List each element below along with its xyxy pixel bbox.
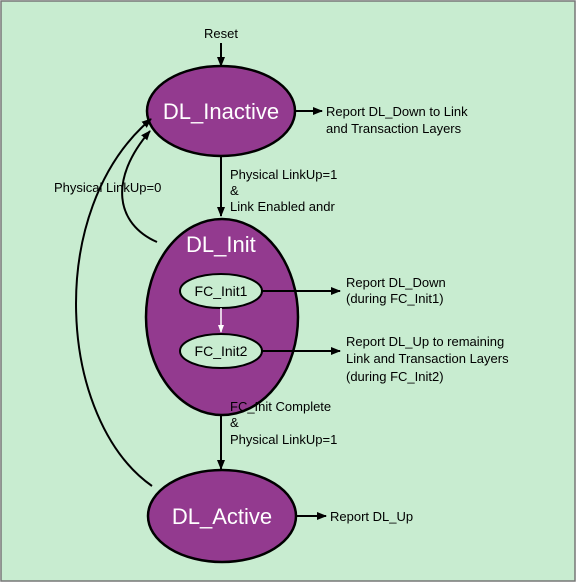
fc-init2-report-line-2: Link and Transaction Layers bbox=[346, 351, 509, 366]
fc-init1-label: FC_Init1 bbox=[195, 283, 248, 299]
init-to-active-line-3: Physical LinkUp=1 bbox=[230, 432, 337, 447]
fc-init2-report-line-1: Report DL_Up to remaining bbox=[346, 334, 504, 349]
fc-init2-report-line-3: (during FC_Init2) bbox=[346, 369, 444, 384]
inactive-to-init-line-1: Physical LinkUp=1 bbox=[230, 167, 337, 182]
inactive-to-init-line-3: Link Enabled andr bbox=[230, 199, 335, 214]
active-to-inactive-arrow bbox=[75, 118, 153, 487]
fc-init2-label: FC_Init2 bbox=[195, 343, 248, 359]
inactive-to-init-line-2: & bbox=[230, 183, 239, 198]
fc-init1-report-line-1: Report DL_Down bbox=[346, 275, 446, 290]
dl-inactive-label: DL_Inactive bbox=[163, 99, 279, 124]
fc-init1-report-line-2: (during FC_Init1) bbox=[346, 291, 444, 306]
inactive-report-line-2: and Transaction Layers bbox=[326, 121, 462, 136]
init-to-active-line-2: & bbox=[230, 415, 239, 430]
active-report-label: Report DL_Up bbox=[330, 509, 413, 524]
init-to-active-line-1: FC_Init Complete bbox=[230, 399, 331, 414]
init-to-inactive-arrow bbox=[121, 130, 158, 243]
inactive-report-line-1: Report DL_Down to Link bbox=[326, 104, 468, 119]
init-to-inactive-label: Physical LinkUp=0 bbox=[54, 180, 161, 195]
dl-active-label: DL_Active bbox=[172, 504, 272, 529]
reset-label: Reset bbox=[204, 26, 238, 41]
dl-init-label: DL_Init bbox=[186, 232, 256, 257]
